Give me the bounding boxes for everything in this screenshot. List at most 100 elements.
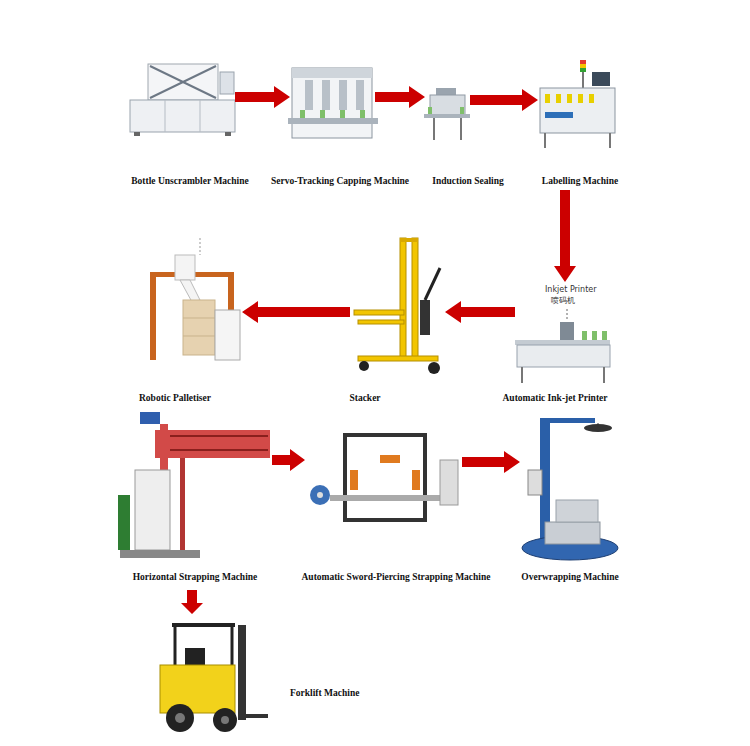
machine-node: Bottle Unscrambler Machine <box>130 60 235 190</box>
unscrambler-figure-part <box>225 132 231 136</box>
forklift-figure-part <box>185 648 205 665</box>
flow-arrow <box>470 89 538 111</box>
sword-strapper-figure-part <box>345 435 425 520</box>
palletiser-figure-part <box>215 310 240 360</box>
machine-node: Labelling Machine <box>538 60 618 190</box>
induction-figure-part <box>424 114 470 118</box>
machine-caption: Automatic Ink-jet Printer <box>503 393 608 404</box>
stacker-figure-part <box>412 238 418 358</box>
labeller-figure-part <box>567 94 572 103</box>
palletiser-figure-part <box>183 300 215 355</box>
labeller-figure-part <box>589 94 594 103</box>
stacker-figure-part <box>359 361 369 371</box>
stacker-figure-part <box>354 310 404 315</box>
inkjet-figure-part <box>515 340 610 345</box>
stacker-figure-part <box>358 320 404 324</box>
capping-figure-part <box>292 68 372 138</box>
horizontal-strapper-figure-part <box>120 550 200 558</box>
labeller-figure-part <box>545 94 550 103</box>
inkjet-figure-part <box>521 367 523 383</box>
capping-figure-part <box>360 110 365 118</box>
palletiser-figure-part <box>175 255 195 280</box>
machine-node: Stacker <box>350 232 445 407</box>
forklift-figure-part <box>174 625 177 665</box>
forklift-figure-part <box>160 665 235 713</box>
unscrambler-figure-part <box>130 100 235 132</box>
labeller-figure-part <box>580 68 586 72</box>
labeller-figure-part <box>580 64 586 68</box>
horizontal-strapper-figure-part <box>140 412 160 424</box>
induction-figure-part <box>430 95 465 117</box>
machine-node: Robotic Palletiser <box>146 236 242 407</box>
sword-strapper-figure-part <box>440 460 458 505</box>
horizontal-strapper-figure-part <box>135 470 170 550</box>
unscrambler-figure-part <box>148 64 218 100</box>
unscrambler-figure-part <box>165 100 166 132</box>
unscrambler-figure-part <box>150 66 216 98</box>
sword-strapper-figure-part <box>310 485 330 505</box>
inkjet-figure-part <box>602 331 607 340</box>
capping-figure-part <box>320 110 325 118</box>
flow-arrow <box>235 86 290 108</box>
forklift-figure-part <box>175 713 185 723</box>
capping-figure-part <box>340 110 345 118</box>
labeller-figure-part <box>544 133 546 148</box>
stacker-figure-part <box>420 300 430 335</box>
labeller-figure <box>540 60 615 148</box>
horizontal-strapper-figure-part <box>155 430 270 458</box>
machine-caption: Automatic Sword-Piercing Strapping Machi… <box>301 572 490 583</box>
forklift-figure-part <box>221 716 229 724</box>
capping-figure-part <box>288 118 378 124</box>
flow-arrow <box>375 86 425 108</box>
overwrapper-figure-part <box>584 424 612 432</box>
machine-caption: Servo-Tracking Capping Machine <box>271 176 409 187</box>
capping-figure-part <box>292 68 372 78</box>
labeller-figure-part <box>578 94 583 103</box>
labeller-figure-part <box>545 112 573 118</box>
horizontal-strapper-figure-part <box>118 495 130 550</box>
machine-caption: Overwrapping Machine <box>521 572 618 583</box>
palletiser-figure <box>150 238 240 360</box>
palletiser-figure-part <box>180 280 200 302</box>
unscrambler-figure-part <box>134 132 140 136</box>
induction-figure-part <box>428 107 432 114</box>
device-label: Inkjet Printer <box>545 285 597 295</box>
unscrambler-figure-part <box>220 72 234 94</box>
sword-strapper-figure <box>310 435 458 520</box>
machine-node: Induction Sealing <box>425 60 470 190</box>
stacker-figure-part <box>428 362 440 374</box>
machine-caption: Horizontal Strapping Machine <box>133 572 258 583</box>
machine-node: Automatic Sword-Piercing Strapping Machi… <box>305 428 462 590</box>
overwrapper-figure-part <box>545 522 600 544</box>
stacker-figure-part <box>358 356 438 361</box>
flow-arrow <box>554 190 576 282</box>
stacker-figure <box>354 238 440 374</box>
capping-figure-part <box>305 80 313 110</box>
forklift-figure-part <box>166 704 194 732</box>
machine-caption: Labelling Machine <box>542 176 618 187</box>
labeller-figure-part <box>609 133 611 148</box>
machine-node: Horizontal Strapping Machine <box>115 410 272 590</box>
sword-strapper-figure-part <box>330 495 440 501</box>
forklift-figure-part <box>246 714 268 718</box>
overwrapper-figure-part <box>528 470 542 495</box>
palletiser-figure-part <box>183 318 215 319</box>
capping-figure-part <box>356 80 364 110</box>
labeller-figure-part <box>556 94 561 103</box>
inkjet-figure-part <box>603 367 605 383</box>
labeller-figure-part <box>540 88 615 133</box>
induction-figure-part <box>460 118 462 140</box>
sword-strapper-figure-part <box>350 470 358 490</box>
sword-strapper-figure-part <box>380 455 400 463</box>
forklift-figure-part <box>231 625 234 665</box>
forklift-figure <box>160 625 268 732</box>
unscrambler-figure <box>130 64 235 136</box>
overwrapper-figure <box>522 418 618 560</box>
stacker-figure-part <box>400 238 406 358</box>
inkjet-figure-part <box>592 331 597 340</box>
inkjet-figure-part <box>582 331 587 340</box>
capping-figure <box>288 68 378 138</box>
